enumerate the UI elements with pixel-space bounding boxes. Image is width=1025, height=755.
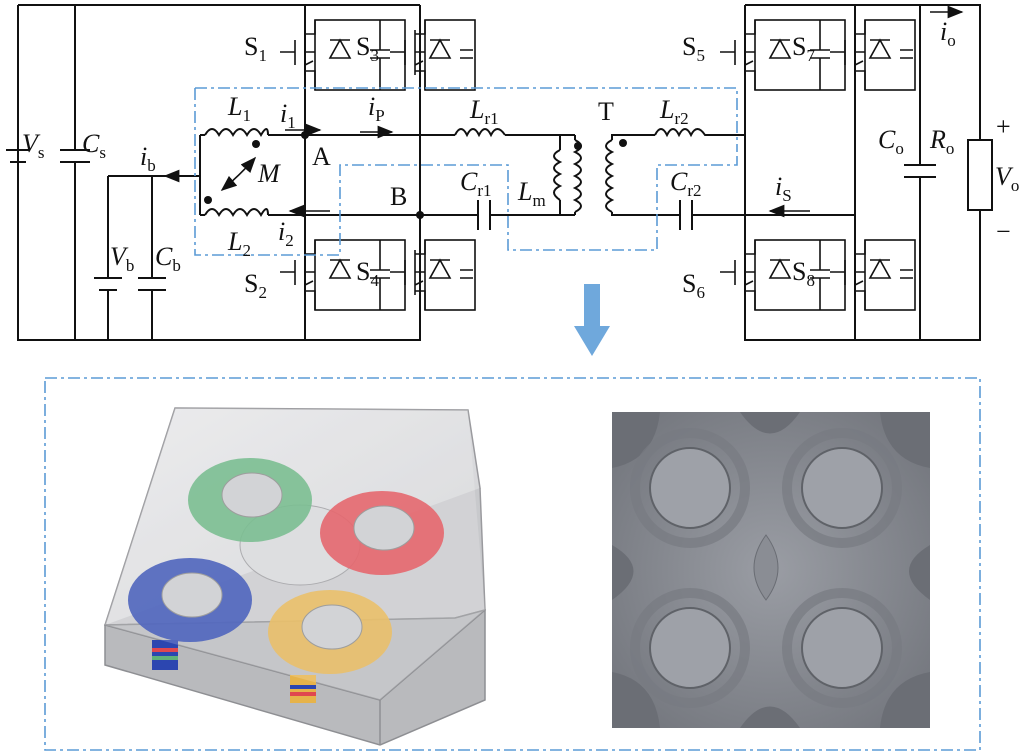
- arrow-down-icon: [574, 284, 610, 356]
- switch-s6: [720, 239, 846, 311]
- magnetic-core-photo-icon: [612, 412, 930, 728]
- label-cr1: Cr1: [460, 167, 492, 200]
- primary-path: [305, 125, 582, 230]
- label-io: io: [940, 17, 956, 50]
- label-s6: S6: [682, 269, 705, 302]
- label-is: iS: [775, 172, 792, 205]
- label-ib: ib: [140, 142, 156, 175]
- label-co: Co: [878, 125, 904, 158]
- switch-s7: [830, 19, 916, 91]
- label-minus: −: [996, 217, 1011, 246]
- circuit: [6, 4, 993, 341]
- label-ro: Ro: [929, 125, 954, 158]
- magnetics-boundary: [194, 87, 738, 256]
- label-i2: i2: [278, 217, 294, 250]
- label-s3: S3: [356, 32, 379, 65]
- coupled-inductors: [199, 123, 420, 218]
- left-outer-rail: [17, 4, 420, 341]
- label-lm: Lm: [517, 177, 546, 210]
- switches: [280, 19, 916, 311]
- label-cs: Cs: [82, 129, 106, 162]
- label-i1: i1: [280, 99, 296, 132]
- switch-s1: [280, 19, 406, 91]
- coil-blue: [128, 558, 252, 642]
- label-transformer: T: [598, 97, 614, 126]
- label-lr2: Lr2: [659, 95, 689, 128]
- coil-yellow: [268, 590, 392, 674]
- switch-s4: [390, 239, 476, 311]
- label-ip: iP: [368, 92, 385, 125]
- circuit-labels: Vs Cs ib Vb Cb L1 L2 i1 i2 M A B iP Lr1 …: [22, 17, 1019, 302]
- label-s7: S7: [792, 32, 815, 65]
- coil-red: [320, 491, 444, 575]
- label-s2: S2: [244, 269, 267, 302]
- label-m: M: [257, 159, 281, 188]
- label-plus: +: [996, 112, 1011, 141]
- label-vs: Vs: [22, 129, 45, 162]
- label-cb: Cb: [155, 242, 181, 275]
- label-s5: S5: [682, 32, 705, 65]
- label-s1: S1: [244, 32, 267, 65]
- switch-s8: [830, 239, 916, 311]
- vb-cb-branch: [94, 169, 200, 340]
- secondary-path: [605, 128, 855, 230]
- label-vb: Vb: [110, 242, 134, 275]
- cs-capacitor: [60, 5, 90, 340]
- switch-s3: [390, 19, 476, 91]
- vs-source: [6, 149, 30, 163]
- left-bridge-right-rail: [305, 5, 421, 341]
- label-cr2: Cr2: [670, 167, 702, 200]
- label-lr1: Lr1: [469, 95, 499, 128]
- label-node-b: B: [390, 182, 407, 211]
- label-s4: S4: [356, 257, 379, 290]
- switch-s5: [720, 19, 846, 91]
- coupled-inductor-3d-model-icon: [103, 407, 486, 746]
- label-l2: L2: [227, 227, 251, 260]
- label-vo: Vo: [995, 162, 1019, 195]
- bottom-panel-frame: [44, 377, 981, 751]
- label-s8: S8: [792, 257, 815, 290]
- coil-green: [188, 458, 312, 542]
- label-node-a: A: [312, 142, 331, 171]
- label-l1: L1: [227, 92, 251, 125]
- switch-s2: [280, 239, 406, 311]
